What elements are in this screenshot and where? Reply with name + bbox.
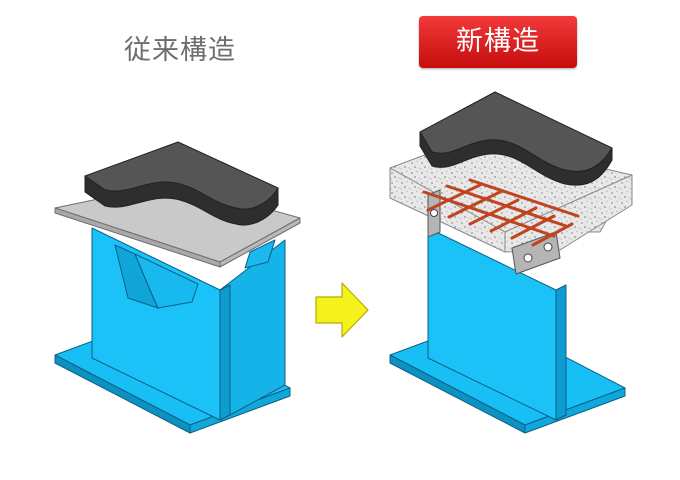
new-structure-diagram — [390, 92, 632, 433]
old-structure-diagram — [55, 142, 300, 433]
right-arrow-icon — [316, 283, 368, 337]
new-bolt-hole-a — [524, 254, 532, 262]
new-bolt-hole-left — [431, 210, 438, 217]
new-web-side — [556, 285, 566, 420]
old-web-side — [220, 285, 230, 420]
new-bolt-hole-b — [544, 243, 552, 251]
